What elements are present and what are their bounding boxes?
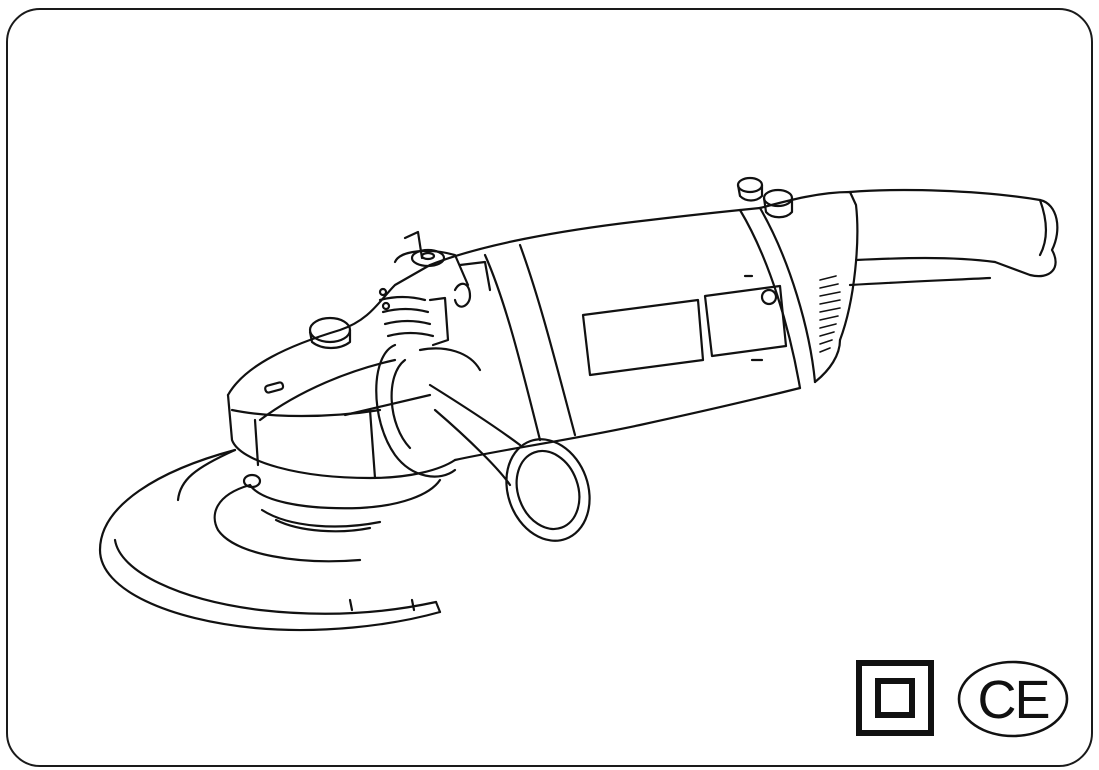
rear-handle [848,188,1059,287]
grinding-disc-flange [213,473,442,563]
head-clamp-mechanism [378,230,492,347]
ce-mark-text: CE [977,670,1048,730]
motor-label-panels [581,274,788,377]
double-insulation-square-icon [856,660,934,736]
gear-head-housing [226,263,457,480]
rounded-page-frame [6,8,1093,767]
spindle-lock-button [308,316,352,350]
wheel-guard [98,448,442,632]
auxiliary-side-handle [375,343,591,542]
motor-housing [428,206,817,462]
ce-conformity-mark: CE [957,660,1069,738]
switch-knobs [736,176,794,219]
